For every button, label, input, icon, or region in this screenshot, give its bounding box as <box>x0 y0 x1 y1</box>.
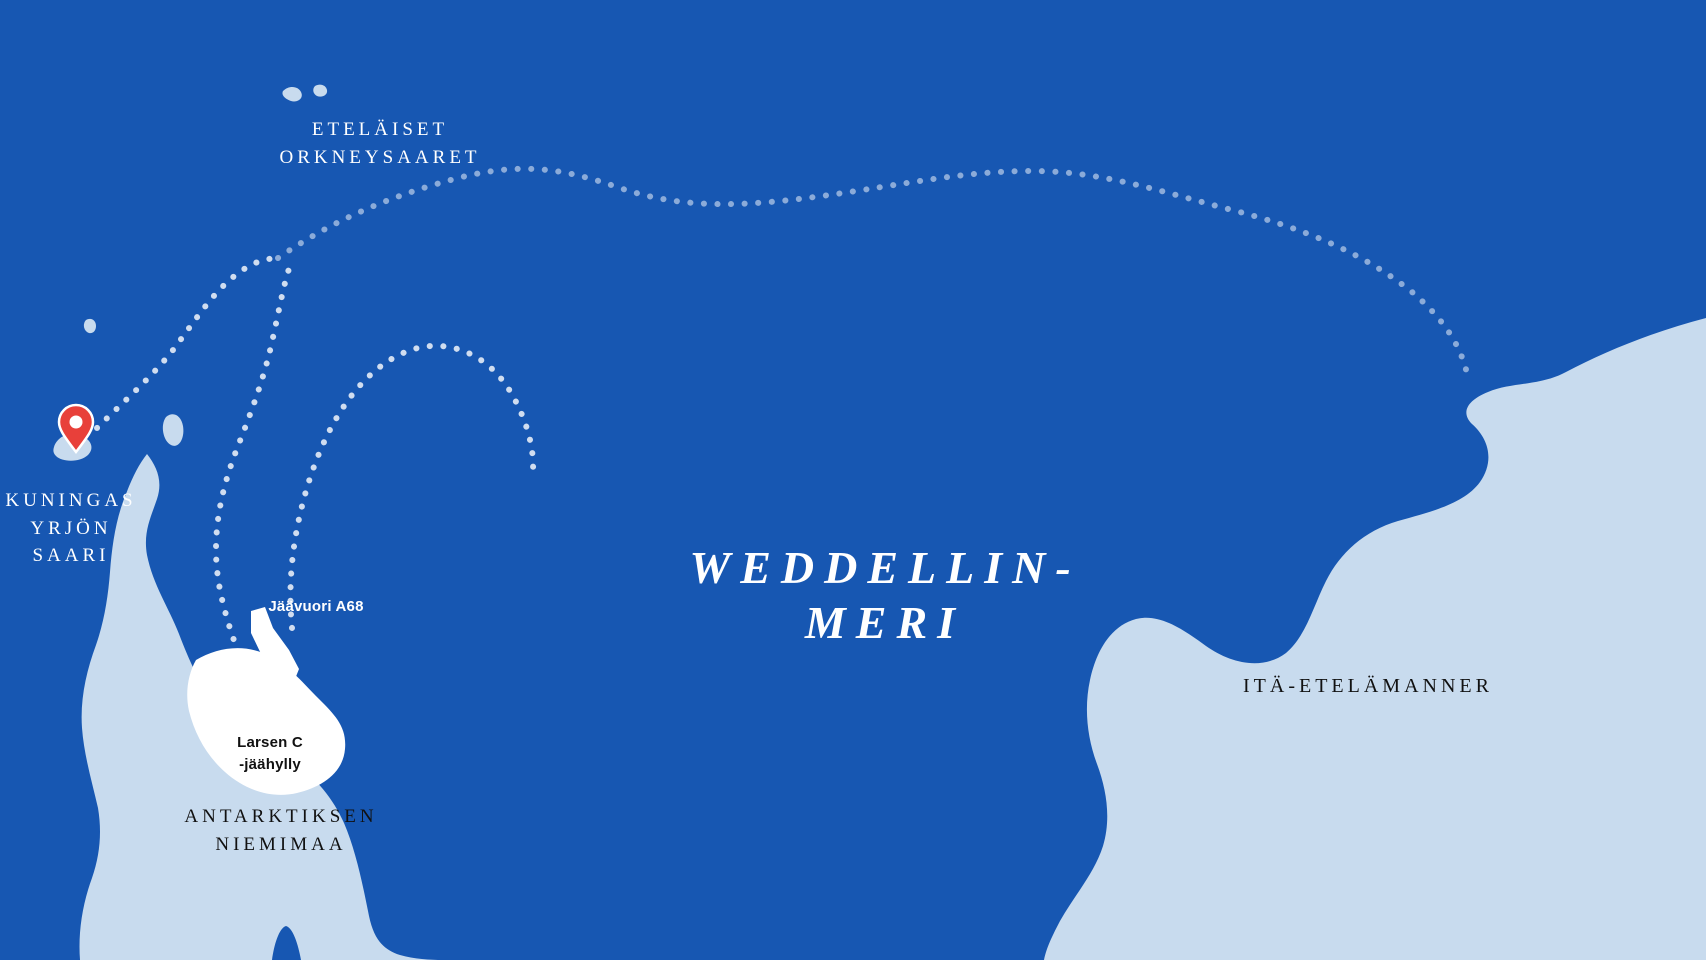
drift-route-loop <box>287 342 537 631</box>
iceberg-a68-shape <box>251 607 299 689</box>
small-islet <box>162 414 184 446</box>
label-king-george-island: KUNINGAS YRJÖN SAARI <box>5 490 137 567</box>
drift-route-king-george <box>94 255 280 431</box>
drift-route-north <box>212 260 294 655</box>
larsen-c-ice-shelf-shape <box>187 648 346 795</box>
antarctic-peninsula-landmass <box>79 454 443 960</box>
tiny-island <box>83 318 96 334</box>
drift-route-east <box>275 165 1471 381</box>
label-antarctic-peninsula: ANTARKTIKSEN NIEMIMAA <box>184 806 378 855</box>
label-iceberg-a68: Jäävuori A68 <box>268 598 364 615</box>
south-orkney-islet-1 <box>282 86 302 102</box>
label-south-orkney-islands: ETELÄISET ORKNEYSAARET <box>279 119 481 168</box>
east-antarctica-landmass <box>1044 318 1706 960</box>
label-larsen-c-ice-shelf: Larsen C -jäähylly <box>237 734 303 773</box>
label-east-antarctica: ITÄ-ETELÄMANNER <box>1243 675 1493 697</box>
location-pin-icon <box>57 403 95 455</box>
label-weddell-sea: WEDDELLIN- MERI <box>689 542 1081 649</box>
south-orkney-islet-2 <box>313 84 328 97</box>
